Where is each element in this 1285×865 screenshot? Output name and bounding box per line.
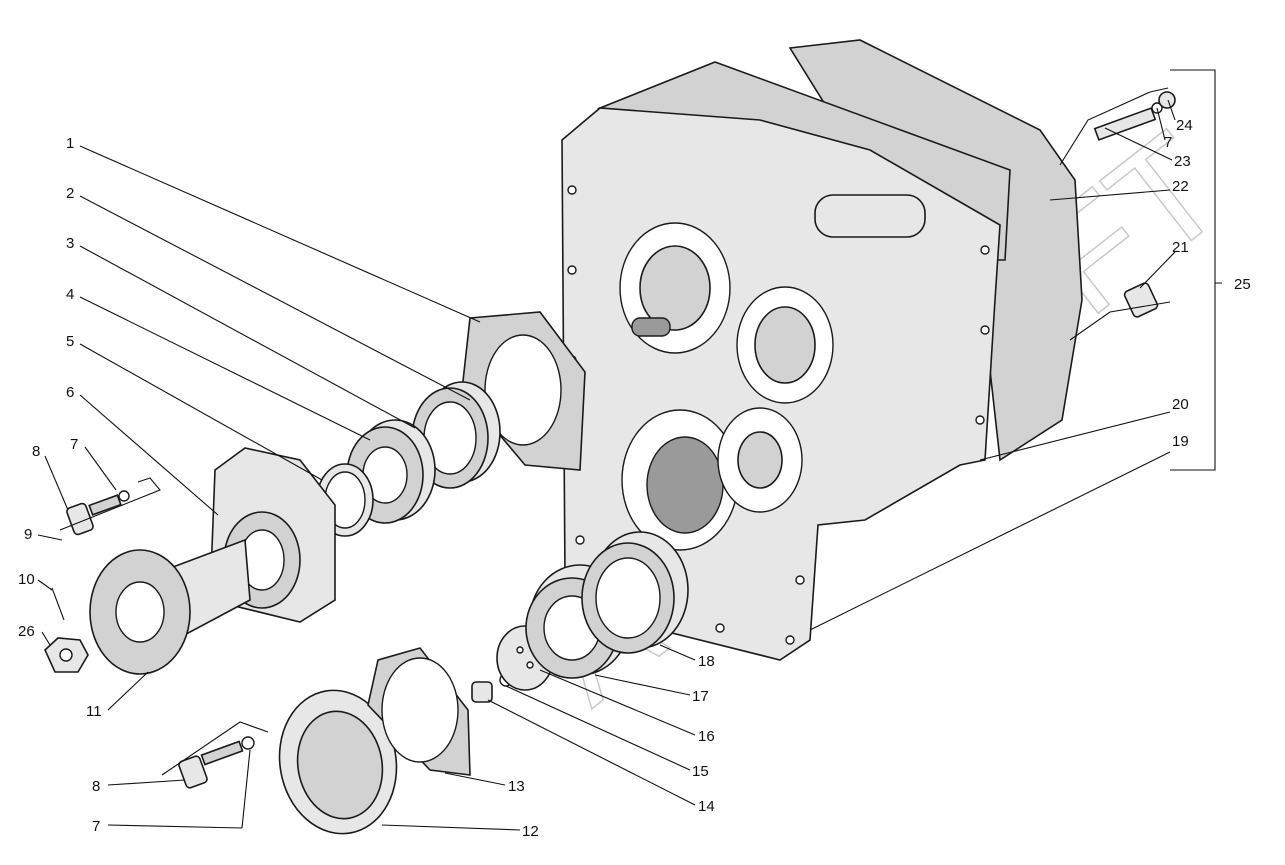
label-3: 3 (66, 235, 74, 252)
gearbox-housing (561, 39, 1083, 661)
label-7-lower: 7 (92, 818, 100, 835)
part-bearing-race-18 (581, 531, 689, 654)
label-19: 19 (1172, 433, 1189, 450)
label-1: 1 (66, 135, 74, 152)
label-11: 11 (86, 703, 102, 720)
label-7-right: 7 (1164, 134, 1172, 151)
part-bolt-14 (471, 625, 554, 703)
part-bolt-8-lower (161, 721, 269, 789)
label-13: 13 (508, 778, 525, 795)
label-6: 6 (66, 384, 74, 401)
label-15: 15 (692, 763, 709, 780)
part-cover-12 (278, 689, 398, 835)
label-14: 14 (698, 798, 715, 815)
part-bearing-race-2 (411, 381, 501, 489)
label-21: 21 (1172, 239, 1189, 256)
label-23: 23 (1174, 153, 1191, 170)
label-8-upper: 8 (32, 443, 40, 460)
label-8-lower: 8 (92, 778, 100, 795)
label-7-upper: 7 (70, 436, 78, 453)
leader-lines (37, 99, 1176, 831)
label-16: 16 (698, 728, 715, 745)
part-gasket-13 (367, 647, 471, 776)
label-18: 18 (698, 653, 715, 670)
group-bracket-25 (1170, 69, 1222, 471)
label-9: 9 (24, 526, 32, 543)
label-12: 12 (522, 823, 539, 840)
part-gasket-1 (461, 311, 586, 471)
part-nut-26 (44, 587, 89, 673)
label-26: 26 (18, 623, 35, 640)
part-gear-shaft-11 (89, 538, 251, 675)
part-bolt-8-upper (59, 477, 161, 536)
part-bearing-3 (346, 419, 436, 524)
label-4: 4 (66, 286, 74, 303)
label-17: 17 (692, 688, 709, 705)
label-22: 22 (1172, 178, 1189, 195)
label-2: 2 (66, 185, 74, 202)
part-labels: 1 2 3 4 5 6 7 8 9 10 26 11 8 7 12 13 14 … (18, 117, 1251, 840)
label-25: 25 (1234, 276, 1251, 293)
part-pin-21 (1069, 282, 1171, 341)
label-5: 5 (66, 333, 74, 350)
label-10: 10 (18, 571, 35, 588)
label-20: 20 (1172, 396, 1189, 413)
label-24: 24 (1176, 117, 1193, 134)
